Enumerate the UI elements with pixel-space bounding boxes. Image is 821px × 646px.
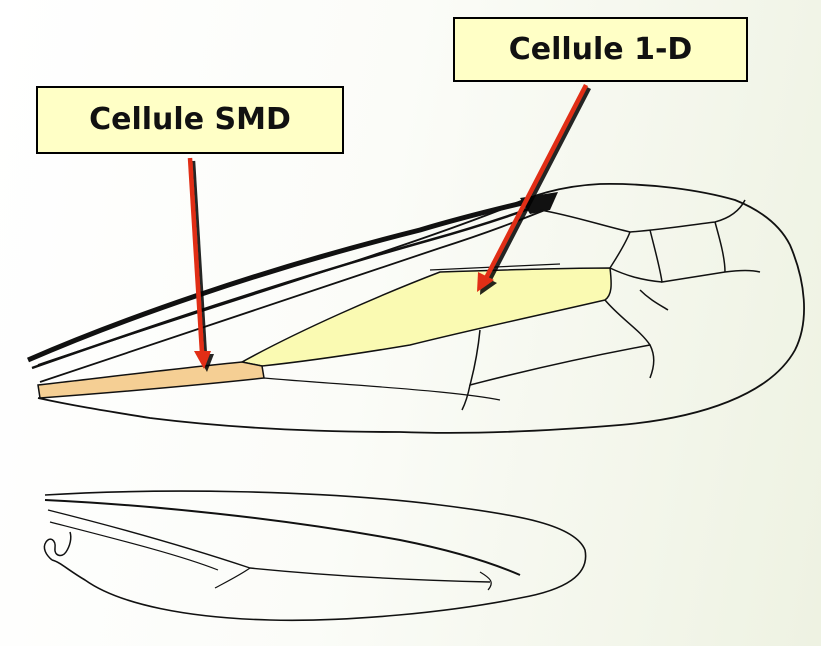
cell-smd-highlight [38,362,264,398]
hindwing [44,491,585,620]
arrow-1d [477,85,586,292]
vein-7 [640,290,668,310]
label-cellule-smd: Cellule SMD [36,86,344,154]
arrow-smd [190,158,211,369]
vein-1 [540,200,745,232]
forewing [28,184,804,433]
vein-3 [650,230,760,282]
label-cellule-1d: Cellule 1-D [453,17,748,82]
vein-5 [610,268,662,282]
hindwing-leading-vein [45,500,520,575]
hindwing-vein-5 [480,572,491,590]
vein-9 [470,330,654,385]
vein-10 [462,385,470,410]
hindwing-vein-3 [50,522,218,570]
vein-6 [605,300,650,345]
cell-1d-highlight [242,268,611,366]
vein-4 [715,222,725,272]
hindwing-vein-4 [215,568,250,588]
vein-2 [610,232,630,268]
hindwing-base-hook [44,532,70,560]
vein-11 [264,378,500,400]
hindwing-outline [45,491,586,620]
